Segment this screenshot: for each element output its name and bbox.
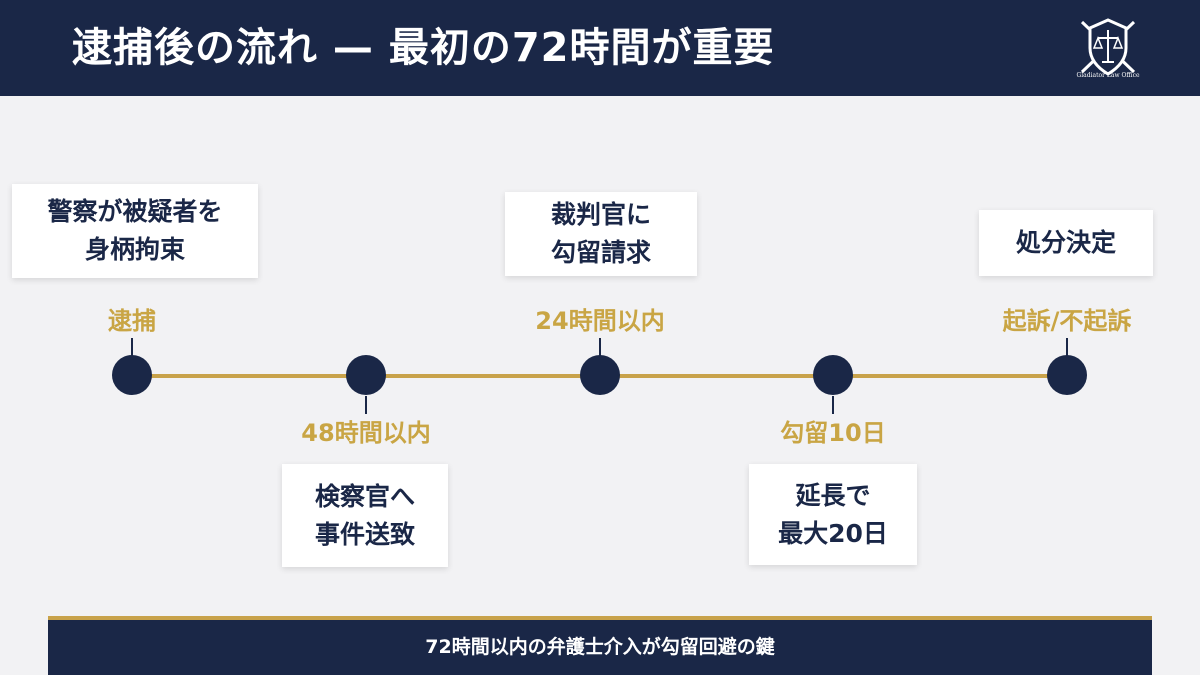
header-bar <box>0 0 1200 96</box>
timeline-stem <box>832 396 834 414</box>
timeline-card-referral: 検察官へ 事件送致 <box>282 464 448 567</box>
timeline-node <box>813 355 853 395</box>
card-line: 裁判官に <box>550 200 651 229</box>
timeline-node <box>112 355 152 395</box>
logo-caption: Gladiator Law Office <box>1076 72 1140 79</box>
card-line: 勾留請求 <box>550 238 651 267</box>
timeline-node <box>1047 355 1087 395</box>
timeline-label-detention-10d: 勾留10日 <box>780 419 886 447</box>
footer-message: 72時間以内の弁護士介入が勾留回避の鍵 <box>425 636 775 658</box>
card-line: 警察が被疑者を <box>47 197 223 226</box>
timeline-stem <box>365 396 367 414</box>
shield-logo-icon <box>1080 18 1136 76</box>
timeline-card-arrest: 警察が被疑者を 身柄拘束 <box>12 184 258 278</box>
footer-accent-line <box>48 616 1152 620</box>
card-line: 延長で <box>795 480 871 510</box>
timeline-stem <box>1066 338 1068 356</box>
timeline-label-24h: 24時間以内 <box>535 307 665 335</box>
card-line: 身柄拘束 <box>84 235 185 264</box>
timeline-stem <box>131 338 133 356</box>
timeline-stem <box>599 338 601 356</box>
timeline-card-detention-request: 裁判官に 勾留請求 <box>505 192 697 276</box>
timeline-label-indictment: 起訴/不起訴 <box>1002 307 1132 335</box>
timeline-node <box>346 355 386 395</box>
timeline-label-arrest: 逮捕 <box>108 307 156 335</box>
card-line: 事件送致 <box>314 519 415 549</box>
timeline-card-extension: 延長で 最大20日 <box>749 464 917 565</box>
timeline-label-48h: 48時間以内 <box>301 419 431 447</box>
timeline-node <box>580 355 620 395</box>
footer-bar <box>48 616 1152 675</box>
timeline-card-disposition: 処分決定 <box>979 210 1153 276</box>
card-line: 処分決定 <box>1015 228 1116 257</box>
page-title: 逮捕後の流れ — 最初の72時間が重要 <box>72 25 775 71</box>
card-line: 最大20日 <box>778 518 888 548</box>
card-line: 検察官へ <box>314 481 415 511</box>
